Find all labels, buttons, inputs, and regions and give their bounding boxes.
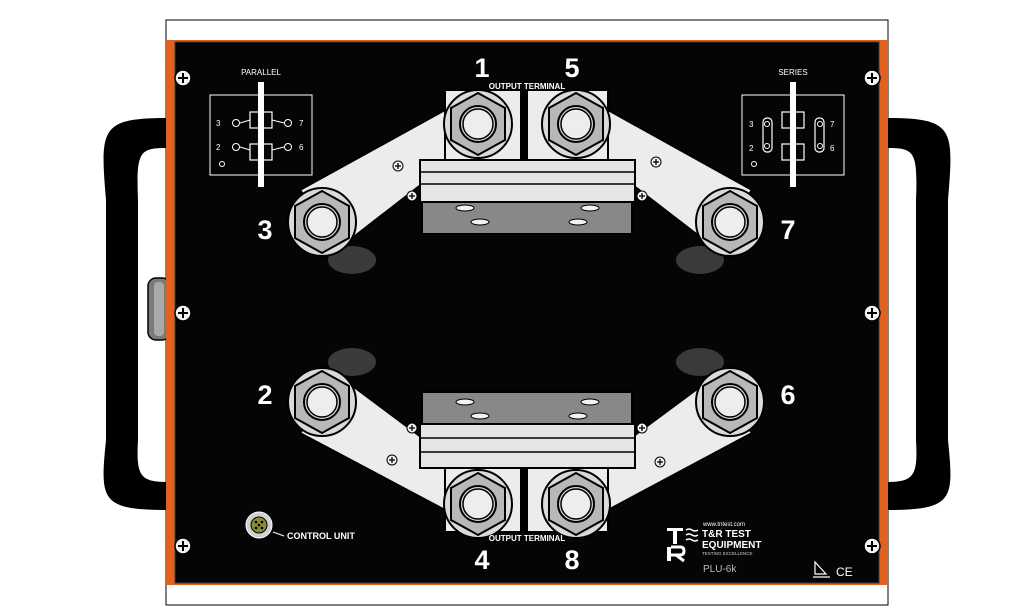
brand-website: www.tntest.com [702, 522, 745, 528]
bolt-terminal-7 [695, 187, 765, 257]
brand-company-line1: T&R TEST [702, 529, 751, 540]
brand-company-line2: EQUIPMENT [702, 540, 761, 551]
screw-top-right [863, 69, 881, 87]
top-clamp-bar [419, 159, 636, 203]
terminal-label-5: 5 [564, 53, 579, 83]
warning-icon [813, 560, 830, 578]
terminal-label-3: 3 [257, 215, 272, 245]
bolt-terminal-4 [443, 469, 513, 539]
terminal-label-7: 7 [780, 215, 795, 245]
series-pin-3: 3 [749, 120, 754, 129]
bolt-terminal-6 [695, 367, 765, 437]
screw-mid-left [174, 304, 192, 322]
terminal-label-6: 6 [780, 380, 795, 410]
output-terminal-label-top: OUTPUT TERMINAL [489, 82, 566, 91]
parallel-pin-7: 7 [299, 119, 304, 128]
terminal-label-1: 1 [474, 53, 489, 83]
terminal-label-8: 8 [564, 545, 579, 575]
parallel-title: PARALLEL [241, 68, 281, 77]
output-terminal-label-bottom: OUTPUT TERMINAL [489, 534, 566, 543]
bolt-terminal-3 [287, 187, 357, 257]
series-pin-6: 6 [830, 144, 835, 153]
left-handle [103, 118, 168, 510]
screw-bottom-right [863, 537, 881, 555]
terminal-label-2: 2 [257, 380, 272, 410]
series-pin-7: 7 [830, 120, 835, 129]
parallel-pin-6: 6 [299, 143, 304, 152]
control-unit-connector[interactable] [245, 511, 273, 539]
terminal-label-4: 4 [474, 545, 489, 575]
bolt-terminal-8 [541, 469, 611, 539]
screw-top-left [174, 69, 192, 87]
bolt-terminal-2 [287, 367, 357, 437]
brand-logo [667, 528, 699, 563]
right-handle [886, 118, 951, 510]
bottom-clamp-bar [419, 423, 636, 469]
series-diagram: SERIES 3 7 2 6 [741, 68, 845, 187]
series-title: SERIES [778, 68, 807, 77]
parallel-pin-2: 2 [216, 143, 221, 152]
screw-mid-right [863, 304, 881, 322]
brand-tagline: TESTING EXCELLENCE [702, 551, 753, 556]
series-pin-2: 2 [749, 144, 754, 153]
ce-mark: CE [836, 565, 853, 579]
bolt-terminal-1 [443, 89, 513, 159]
bolt-terminal-5 [541, 89, 611, 159]
parallel-diagram: PARALLEL 3 7 2 6 [209, 68, 313, 187]
parallel-pin-3: 3 [216, 119, 221, 128]
control-unit-label: CONTROL UNIT [287, 531, 355, 541]
model-label: PLU-6k [703, 564, 737, 575]
screw-bottom-left [174, 537, 192, 555]
